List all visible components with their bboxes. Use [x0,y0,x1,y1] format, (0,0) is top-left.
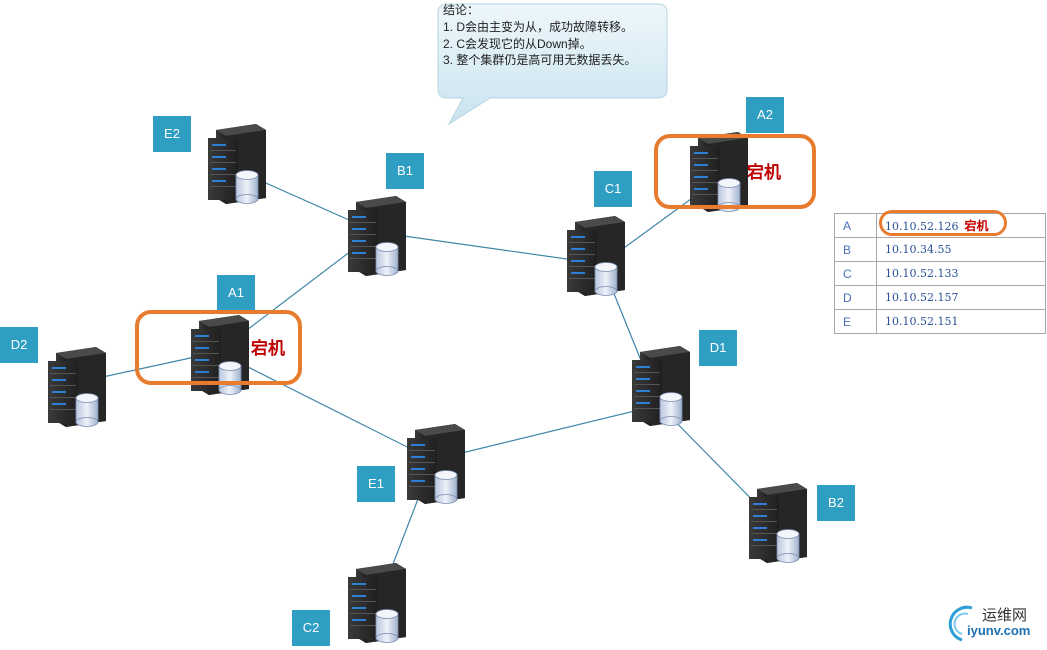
ip-value: 10.10.52.133 [885,267,959,280]
node-b1: B1 [348,153,424,276]
down-highlight [135,310,302,385]
node-label-box [817,485,855,521]
table-down-highlight [879,210,1007,236]
database-icon [594,262,618,296]
down-tag: 宕机 [251,338,285,359]
database-icon [75,393,99,427]
callout-title: 结论： [443,3,479,17]
node-label-box [217,275,255,311]
ip-key: B [834,237,877,262]
database-icon [659,392,683,426]
node-e1: E1 [357,424,465,504]
node-label-box [153,116,191,152]
node-c2: C2 [292,563,406,646]
node-label-box [0,327,38,363]
node-label-box [386,153,424,189]
watermark-en: iyunv.com [967,623,1031,638]
node-label-c1: C1 [605,181,622,196]
node-b2: B2 [749,483,855,563]
database-icon [235,170,259,204]
node-label-box [357,466,395,502]
node-a1: A1 宕机 [135,275,302,395]
watermark-logo: 运维网 iyunv.com [942,600,1047,645]
node-label-box [292,610,330,646]
watermark-swirl-icon [948,605,973,642]
node-label-box [746,97,784,133]
node-label-a2: A2 [757,107,773,122]
node-label-d1: D1 [710,340,727,355]
ip-value: 10.10.52.151 [885,315,959,328]
ip-key: A [834,213,877,238]
ip-key: C [834,261,877,286]
ip-cell: 10.10.52.157 [876,285,1046,310]
node-label-d2: D2 [11,337,28,352]
node-d2: D2 [0,327,106,427]
node-label-a1: A1 [228,285,244,300]
ip-cell: 10.10.52.133 [876,261,1046,286]
ip-value: 10.10.52.157 [885,291,959,304]
ip-cell: 10.10.34.55 [876,237,1046,262]
database-icon [375,242,399,276]
down-tag: 宕机 [747,162,781,183]
edge-a1-e1 [217,351,434,461]
callout-line-3: 3. 整个集群仍是高可用无数据丢失。 [443,52,636,67]
conclusion-callout: 结论： 1. D会由主变为从，成功故障转移。 2. C会发现它的从Down掉。 … [437,3,668,126]
down-highlight [654,134,816,209]
database-icon [776,529,800,563]
node-label-e2: E2 [164,126,180,141]
ip-row: B 10.10.34.55 [834,237,1046,262]
ip-cell: 10.10.52.151 [876,309,1046,334]
node-label-b1: B1 [397,163,413,178]
watermark-cn: 运维网 [982,606,1028,624]
node-c1: C1 [567,171,632,296]
node-label-b2: B2 [828,495,844,510]
database-icon [375,609,399,643]
node-label-box [594,171,632,207]
ip-row: C 10.10.52.133 [834,261,1046,286]
ip-key: E [834,309,877,334]
edge-b1-c1 [375,231,603,267]
node-e2: E2 [153,116,266,204]
ip-key: D [834,285,877,310]
database-icon [434,470,458,504]
node-a2: A2 宕机 [654,97,816,212]
node-label-c2: C2 [303,620,320,635]
callout-line-2: 2. C会发现它的从Down掉。 [443,36,592,51]
ip-value: 10.10.34.55 [885,243,952,256]
ip-row: E 10.10.52.151 [834,309,1046,334]
node-label-box [699,330,737,366]
node-label-e1: E1 [368,476,384,491]
ip-value: 10.10.52.126 [885,220,959,233]
edge-d1-e1 [432,404,660,463]
database-icon [218,361,242,395]
node-d1: D1 [632,330,737,426]
ip-row: D 10.10.52.157 [834,285,1046,310]
ip-status: 宕机 [964,219,989,233]
callout-line-1: 1. D会由主变为从，成功故障转移。 [443,19,633,34]
